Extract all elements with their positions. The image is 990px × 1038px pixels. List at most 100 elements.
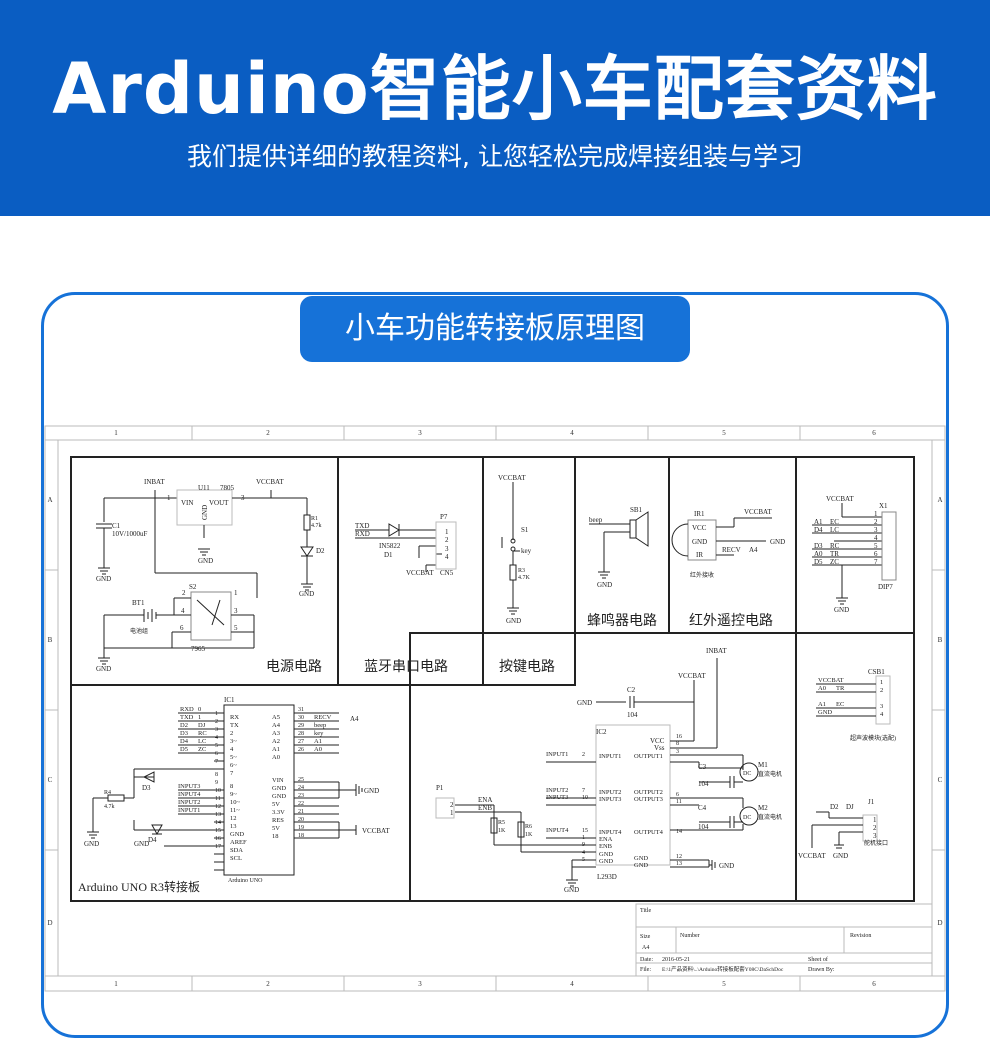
- driver-right-num-1: 8: [676, 741, 679, 747]
- tb-file-value: E:\1产品资料\..\Arduino转接板配套Y08C\DaSchDoc: [662, 965, 784, 973]
- uno-left-pin-1: TX: [230, 722, 239, 729]
- bt-d1: D1: [384, 551, 393, 559]
- uno-right-num-1: 30: [298, 715, 304, 721]
- uno-left-num-4: 5: [215, 743, 218, 749]
- power-gnd-2: GND: [198, 557, 213, 565]
- uno-left-net-0: RXD: [180, 706, 194, 713]
- driver-enb: ENB: [478, 804, 492, 812]
- driver-p1: P1: [436, 784, 444, 792]
- uno-left-pin-17: SCL: [230, 855, 242, 862]
- dip-tag-3: RC: [830, 542, 840, 550]
- uno-left-pin-16: SDA: [230, 847, 243, 854]
- ultrasonic-circuit: [811, 675, 891, 849]
- uno-circuit: [87, 704, 363, 876]
- uno-input-net-3: INPUT1: [178, 807, 200, 814]
- ir-vccbat: VCCBAT: [744, 508, 772, 516]
- tb-file: File:: [640, 967, 651, 973]
- row-b: B: [48, 636, 53, 644]
- servo-d2: D2: [830, 803, 839, 811]
- driver-left-pin-3: INPUT4: [599, 829, 622, 836]
- dip-net-0: A1: [814, 518, 823, 526]
- col-4-bottom: 4: [570, 980, 574, 988]
- power-inbat: INBAT: [144, 478, 165, 486]
- power-title: 电源电路: [266, 659, 322, 675]
- uno-right-num-10: 21: [298, 809, 304, 815]
- driver-c3-value: 104: [698, 780, 709, 788]
- servo-gnd: GND: [833, 852, 848, 860]
- u1-label: U11: [198, 484, 210, 492]
- uno-right-net-4: A0: [314, 746, 322, 753]
- uno-left-pin-14: GND: [230, 831, 244, 838]
- uno-left-net-4: D4: [180, 738, 189, 745]
- dip-pin1: 1: [874, 510, 878, 518]
- dip-net-1: D4: [814, 526, 823, 534]
- uno-input-net-2: INPUT2: [178, 799, 200, 806]
- uno-r4: R4: [104, 790, 111, 796]
- key-circuit: [501, 482, 520, 615]
- uno-left-num-15: 16: [215, 836, 221, 842]
- ir-pin: IR: [696, 551, 703, 559]
- uno-left-pin-10: 10~: [230, 799, 241, 806]
- driver-vcc: VCC: [650, 737, 665, 745]
- driver-left-num-1: 7: [582, 788, 585, 794]
- col-2: 2: [266, 429, 270, 437]
- bt1-label: BT1: [132, 599, 145, 607]
- dip-vccbat: VCCBAT: [826, 495, 854, 503]
- driver-left-pin-0: INPUT1: [599, 753, 621, 760]
- driver-right-pin-5: GND: [634, 862, 648, 869]
- key-net: key: [521, 547, 532, 555]
- bt-cn5: CN5: [440, 569, 454, 577]
- driver-c4: C4: [698, 804, 707, 812]
- servo-dj: DJ: [846, 803, 854, 811]
- driver-right-pin-3: OUTPUT4: [634, 829, 664, 836]
- driver-right-pin-4: GND: [634, 855, 648, 862]
- u1-pin3: 3: [241, 494, 245, 502]
- uno-right-net-1: beep: [314, 722, 326, 729]
- ultra-csb1: CSB1: [868, 668, 885, 676]
- ultra-pin-0: 1: [880, 679, 883, 686]
- servo-label: 舵机接口: [864, 839, 888, 847]
- uno-a4: A4: [350, 715, 359, 723]
- bt-pin3: 3: [445, 545, 449, 553]
- uno-left-net-tag-2: DJ: [198, 722, 206, 729]
- uno-right-num-13: 18: [298, 833, 304, 839]
- u1-type: 7805: [220, 484, 235, 492]
- uno-right-pin-0: A5: [272, 714, 280, 721]
- uno-vccbat-tag: VCCBAT: [362, 827, 390, 835]
- servo-pin1: 1: [873, 816, 877, 824]
- dip-tag-0: EC: [830, 518, 839, 526]
- uno-right-pin-4: A1: [272, 746, 280, 753]
- driver-ic2: IC2: [596, 728, 607, 736]
- dip-pin-4: 6: [874, 550, 878, 558]
- driver-left-num-3: 15: [582, 828, 588, 834]
- c1-label: C1: [112, 522, 121, 530]
- driver-r6: R6: [525, 824, 532, 830]
- uno-right-num-4: 27: [298, 739, 304, 745]
- uno-left-num-2: 3: [215, 727, 218, 733]
- s2-label: S2: [189, 583, 197, 591]
- dip-tag-5: ZC: [830, 558, 839, 566]
- driver-left-num-0: 2: [582, 752, 585, 758]
- driver-gnd-out-tag: GND: [719, 862, 734, 870]
- uno-left-num-9: 10: [215, 788, 221, 794]
- driver-right-num-0: 16: [676, 734, 682, 740]
- driver-left-num-2: 10: [582, 795, 588, 801]
- dip-circuit: [812, 503, 897, 605]
- c1-value: 10V/1000uF: [112, 530, 148, 538]
- ultra-net-1: A0: [818, 685, 826, 692]
- uno-right-pin-7: GND: [272, 785, 286, 792]
- ultra-net-0: VCCBAT: [818, 677, 844, 684]
- driver-left-pin-2: INPUT3: [599, 796, 621, 803]
- driver-r5: R5: [498, 820, 505, 826]
- driver-c3: C3: [698, 763, 707, 771]
- uno-left-pin-3: 3~: [230, 738, 237, 745]
- uno-title: Arduino UNO R3转接板: [78, 879, 200, 894]
- uno-gnd-2: GND: [134, 840, 149, 848]
- buzzer-title: 蜂鸣器电路: [587, 612, 657, 629]
- uno-chip: Arduino UNO: [228, 878, 263, 884]
- buzzer-beep: beep: [589, 516, 603, 524]
- dip-x1: X1: [879, 502, 888, 510]
- col-6: 6: [872, 429, 876, 437]
- driver-left-num-5: 9: [582, 842, 585, 848]
- ir-gnd: GND: [692, 538, 707, 546]
